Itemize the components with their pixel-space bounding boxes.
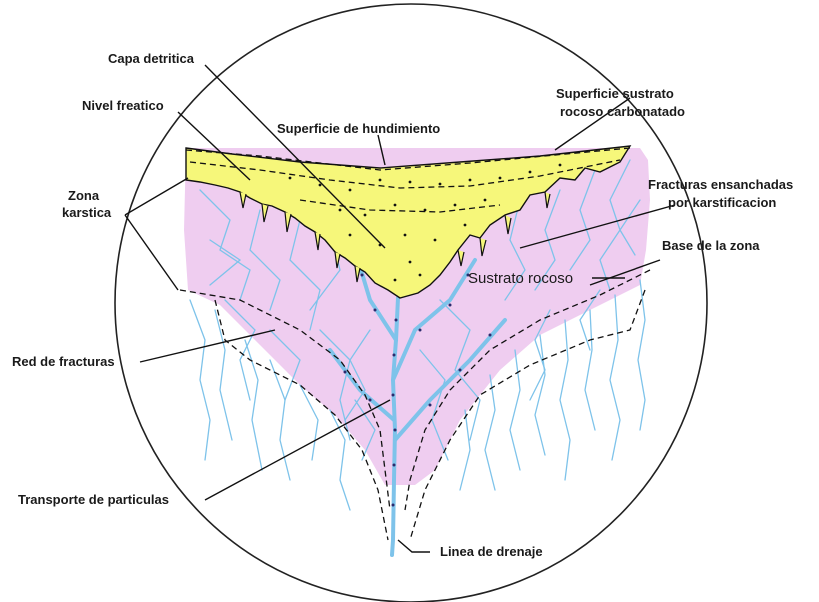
label-superficie-sustrato-1: Superficie sustrato: [556, 86, 674, 101]
label-red-fracturas: Red de fracturas: [12, 354, 115, 369]
label-transporte: Transporte de particulas: [18, 492, 169, 507]
label-fracturas-1: Fracturas ensanchadas: [648, 177, 793, 192]
label-superficie-hundimiento: Superficie de hundimiento: [277, 121, 440, 136]
label-superficie-sustrato-2: rocoso carbonatado: [560, 104, 685, 119]
label-base-zona: Base de la zona: [662, 238, 760, 253]
label-fracturas-2: por karstificacion: [668, 195, 776, 210]
label-zona-karstica-2: karstica: [62, 205, 112, 220]
label-nivel-freatico: Nivel freatico: [82, 98, 164, 113]
label-sustrato-rocoso: Sustrato rocoso: [468, 270, 573, 287]
label-zona-karstica-1: Zona: [68, 188, 100, 203]
label-capa-detritica: Capa detritica: [108, 51, 195, 66]
label-linea-drenaje: Linea de drenaje: [440, 544, 543, 559]
